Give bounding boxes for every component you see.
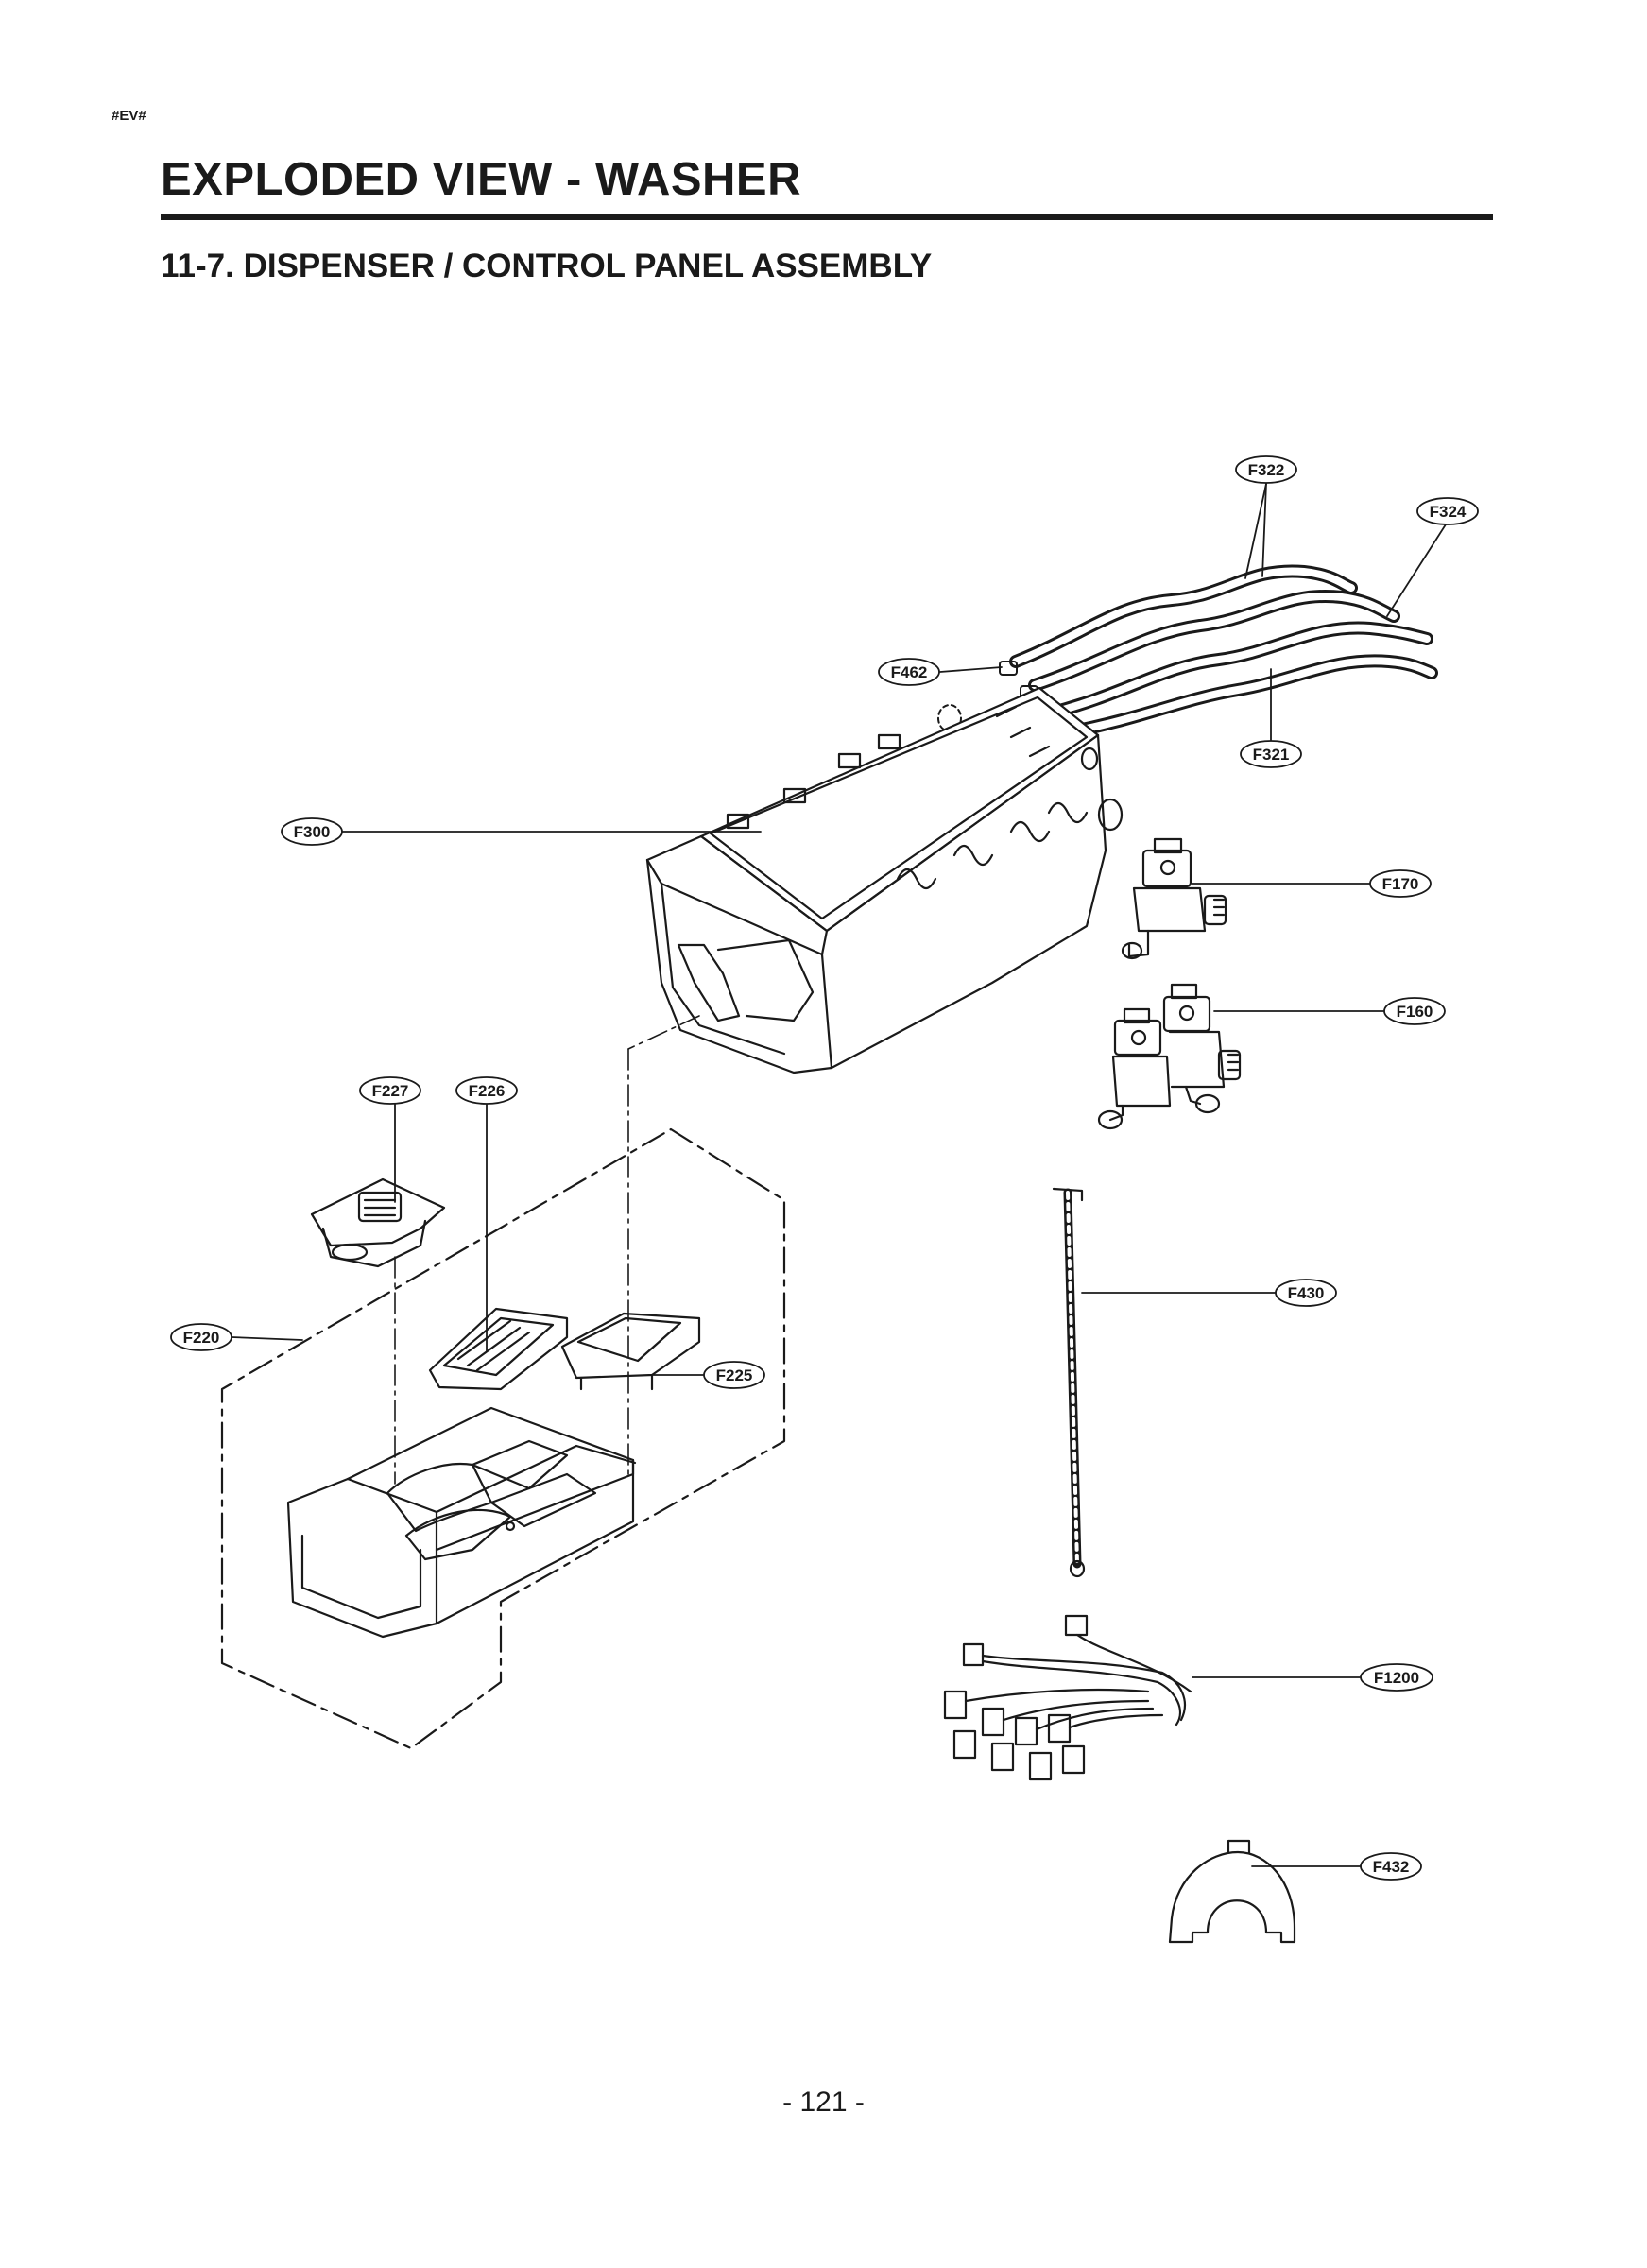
callout-f300: F300 [281,817,343,846]
callout-f226-text: F226 [469,1082,506,1100]
softener-cover [428,1307,569,1391]
inlet-valve-double [1097,983,1242,1130]
tube [1052,1187,1086,1578]
callout-f225-text: F225 [716,1366,753,1384]
page-number: - 121 - [782,2087,865,2118]
callout-f225: F225 [703,1361,765,1389]
callout-f462: F462 [878,658,940,686]
page-title: EXPLODED VIEW - WASHER [161,154,802,205]
callout-f300-text: F300 [294,823,331,841]
callout-f321: F321 [1240,740,1302,768]
leader-lines [231,483,1447,1867]
callout-f220-text: F220 [183,1329,220,1347]
rinse-cap [310,1177,446,1268]
wire-harness [943,1614,1192,1781]
callout-f432: F432 [1360,1852,1422,1881]
callout-f462-text: F462 [891,663,928,681]
alignment-lines [394,1015,700,1485]
dispenser-housing [645,686,1124,1074]
drawer-assembly-boundary [220,1127,786,1750]
document-tag: #EV# [112,108,146,124]
callout-f170-text: F170 [1382,875,1419,893]
section-subtitle: 11-7. DISPENSER / CONTROL PANEL ASSEMBLY [161,248,933,284]
callout-f1200: F1200 [1360,1663,1433,1692]
callout-f160-text: F160 [1397,1003,1433,1021]
detergent-cap [560,1312,701,1391]
callout-f324-text: F324 [1430,503,1467,521]
callout-f322-text: F322 [1248,461,1285,479]
dispenser-drawer [286,1406,637,1639]
callout-f324: F324 [1416,497,1479,525]
callout-f170: F170 [1369,869,1432,898]
callout-f432-text: F432 [1373,1858,1410,1876]
callout-f227-text: F227 [372,1082,409,1100]
hose-clamp-bracket [1168,1839,1296,1944]
callout-f226: F226 [455,1076,518,1105]
callout-f430: F430 [1275,1279,1337,1307]
callout-f430-text: F430 [1288,1284,1325,1302]
inlet-valve-single [1121,837,1227,960]
callout-f227: F227 [359,1076,421,1105]
title-rule [161,214,1493,220]
callout-f160: F160 [1383,997,1446,1025]
hoses [1009,564,1438,739]
callout-f220: F220 [170,1323,232,1351]
callout-f322: F322 [1235,455,1297,484]
callout-f1200-text: F1200 [1374,1669,1419,1687]
callout-f321-text: F321 [1253,746,1290,764]
